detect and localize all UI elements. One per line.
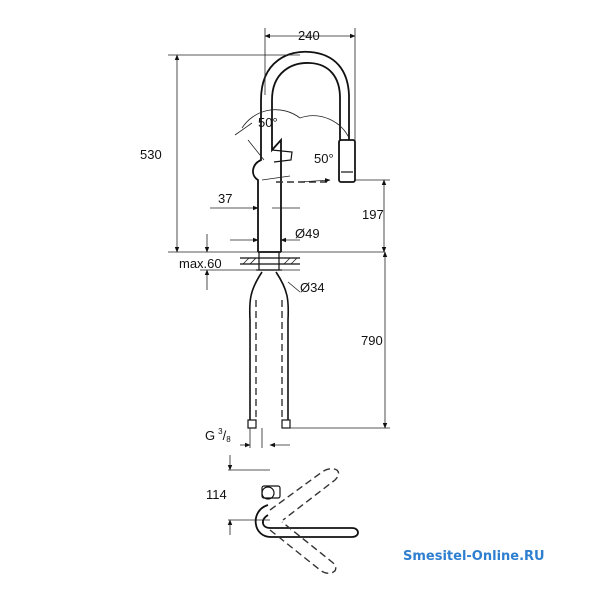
dimension-labels: 240 530 50° 50° 37 197 Ø49 max.60 Ø34 79…	[140, 28, 384, 502]
dim-37: 37	[218, 191, 232, 206]
angle-left: 50°	[258, 115, 278, 130]
dim-530: 530	[140, 147, 162, 162]
watermark: Smesitel-Online.RU	[403, 549, 545, 564]
dim-diameter-34: Ø34	[300, 280, 325, 295]
dim-197: 197	[362, 207, 384, 222]
mounting-assembly	[240, 251, 300, 271]
dim-240: 240	[298, 28, 320, 43]
dim-diameter-49: Ø49	[295, 226, 320, 241]
dim-790: 790	[361, 333, 383, 348]
top-view	[254, 468, 359, 574]
faucet-body	[247, 50, 356, 253]
supply-hoses	[247, 271, 291, 429]
dim-max-60: max.60	[179, 256, 222, 271]
angle-right: 50°	[314, 151, 334, 166]
dim-114: 114	[206, 487, 227, 502]
dimension-lines	[168, 28, 390, 535]
